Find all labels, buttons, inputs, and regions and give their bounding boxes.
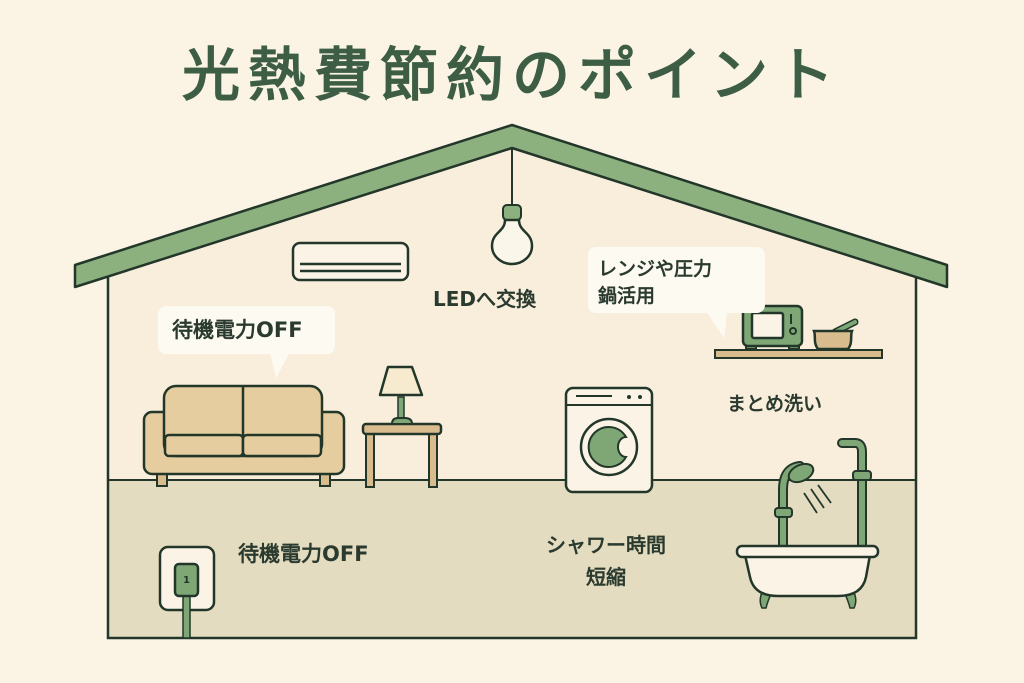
label-led-replace: LEDへ交換 bbox=[433, 287, 537, 311]
bubble-tail bbox=[270, 352, 290, 378]
label-batch-washing: まとめ洗い bbox=[727, 393, 823, 415]
microwave-icon bbox=[741, 304, 804, 350]
air-conditioner-icon bbox=[291, 241, 410, 282]
speech-bubble-range bbox=[588, 247, 765, 313]
power-outlet-icon: 1 bbox=[158, 545, 216, 639]
label-shower-line2: 短縮 bbox=[586, 565, 626, 589]
page-title: 光熱費節約のポイント bbox=[181, 41, 842, 109]
bathtub-icon bbox=[735, 544, 880, 609]
house-outline bbox=[106, 270, 918, 640]
roof bbox=[73, 123, 949, 289]
side-table-icon bbox=[361, 422, 443, 488]
label-range-pressure-cooker: レンジや圧力 鍋活用 bbox=[598, 256, 712, 310]
bubble-tail bbox=[705, 305, 728, 338]
label-range-line2: 鍋活用 bbox=[598, 285, 656, 307]
label-shorter-shower: シャワー時間 短縮 bbox=[546, 529, 666, 593]
label-range-line1: レンジや圧力 bbox=[598, 258, 713, 280]
shelf bbox=[714, 349, 883, 359]
label-standby-power-sofa: 待機電力OFF bbox=[172, 318, 303, 342]
outlet-number: 1 bbox=[183, 575, 190, 586]
sofa-icon bbox=[142, 384, 346, 487]
label-shower-line1: シャワー時間 bbox=[546, 533, 666, 557]
shower-icon bbox=[774, 438, 872, 553]
speech-bubble-sofa bbox=[158, 306, 335, 354]
washing-machine-icon bbox=[564, 386, 654, 494]
label-standby-power-outlet: 待機電力OFF bbox=[238, 542, 369, 566]
light-bulb-icon bbox=[490, 148, 534, 266]
table-lamp-icon bbox=[378, 365, 424, 425]
